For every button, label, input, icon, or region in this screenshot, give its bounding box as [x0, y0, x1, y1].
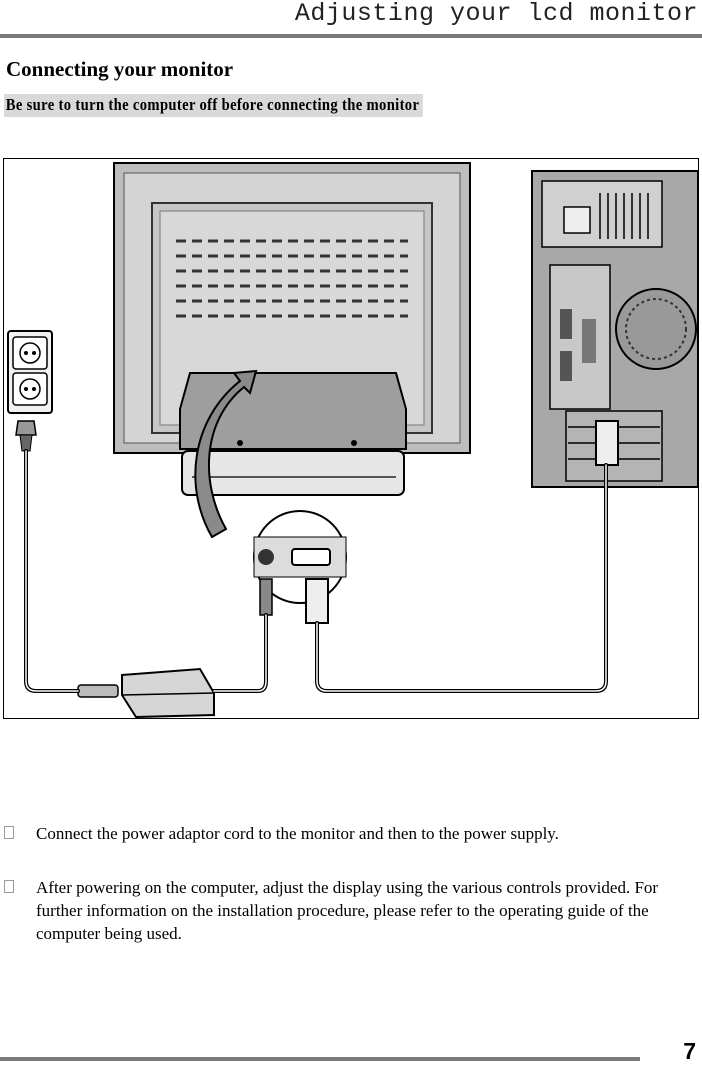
power-adaptor-icon [77, 667, 215, 718]
warning-banner: Be sure to turn the computer off before … [4, 94, 423, 117]
lcd-monitor-rear-icon [113, 162, 471, 496]
page-number: 7 [683, 1038, 696, 1064]
wall-outlet-icon [7, 330, 53, 452]
section-title: Connecting your monitor [6, 57, 234, 81]
running-header: Adjusting your lcd monitor [294, 0, 698, 28]
bullet-icon [4, 826, 14, 839]
computer-tower-icon [531, 170, 698, 488]
footer-rule [0, 1057, 640, 1061]
bullet-icon [4, 880, 14, 893]
header-rule [0, 34, 702, 38]
step-text: Connect the power adaptor cord to the mo… [36, 824, 559, 843]
step-text: After powering on the computer, adjust t… [36, 878, 659, 943]
connection-diagram [3, 158, 699, 719]
connector-port-closeup-icon [253, 510, 347, 624]
rotate-arrow-icon [194, 369, 258, 539]
